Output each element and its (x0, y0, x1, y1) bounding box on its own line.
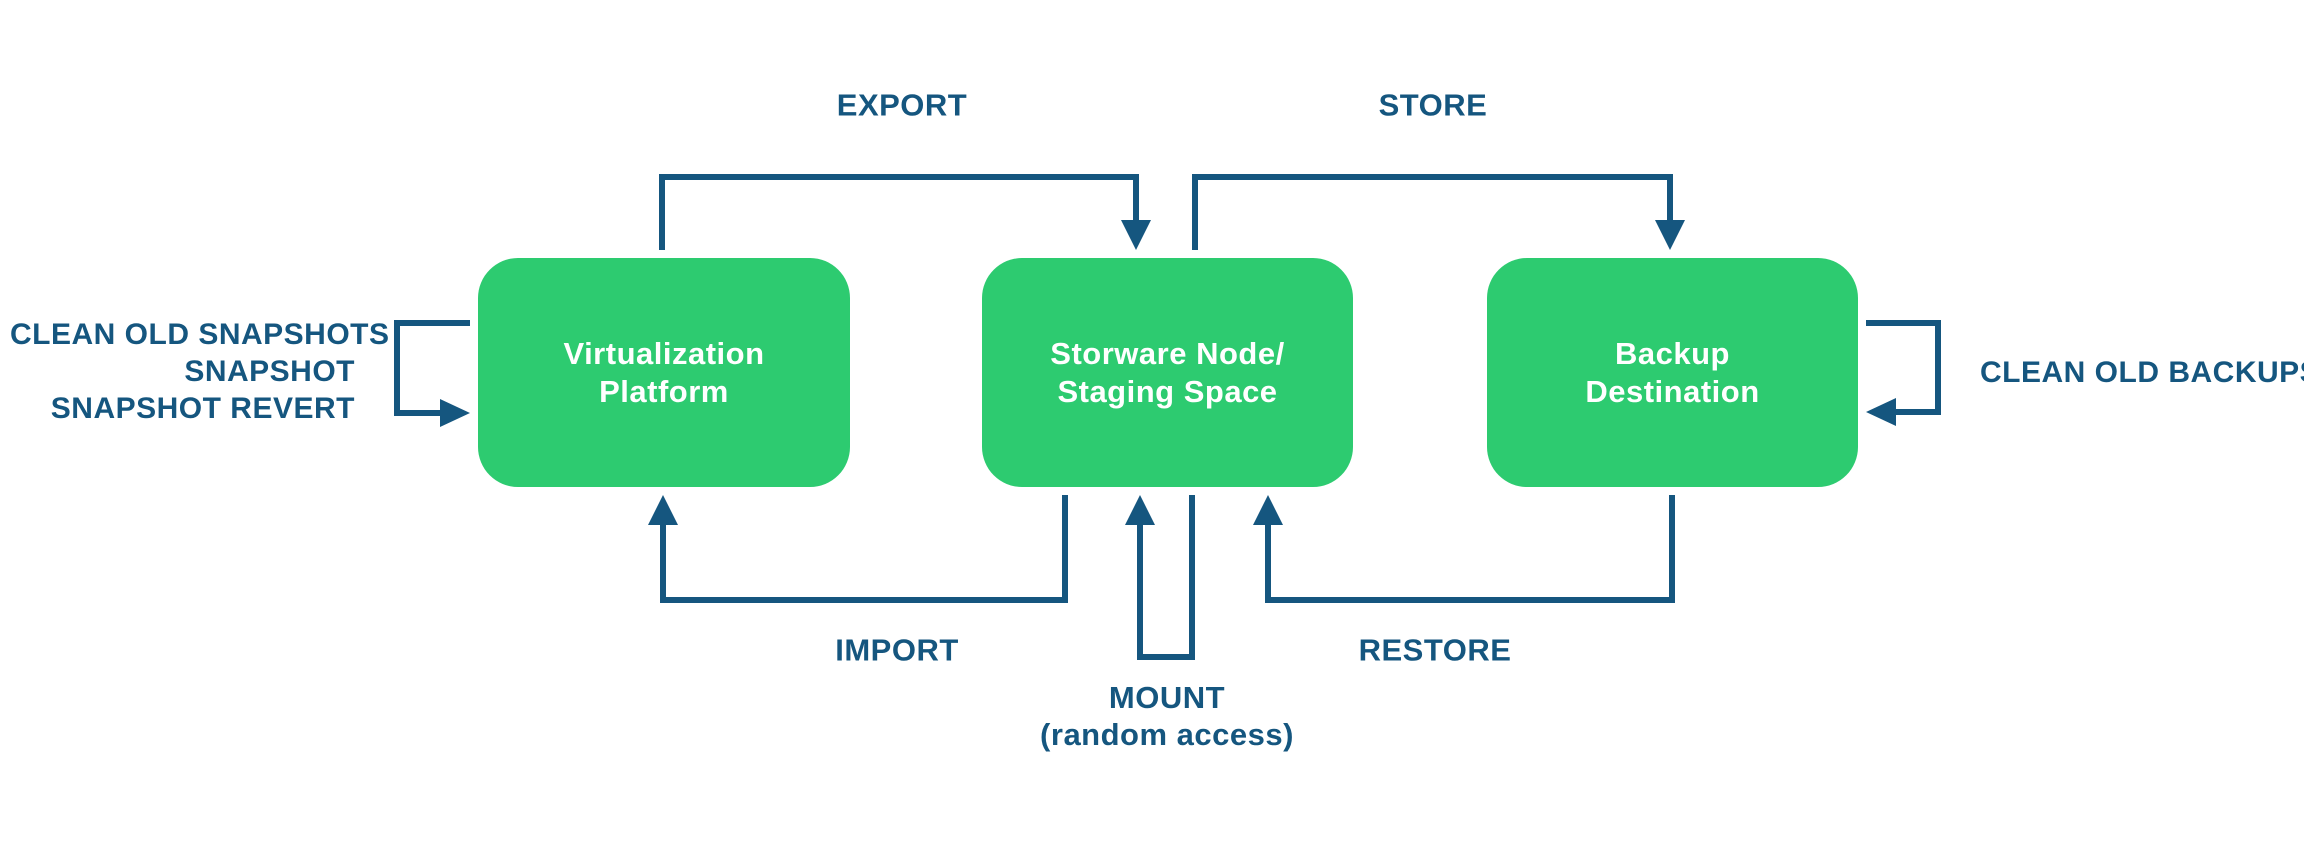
node-backup-destination: Backup Destination (1487, 258, 1858, 487)
export-arrow (659, 174, 1151, 250)
snapshot-operations-label: CLEAN OLD SNAPSHOTS SNAPSHOT SNAPSHOT RE… (10, 316, 389, 427)
snapshot-loop-arrow (394, 320, 470, 427)
node-label-line1: Storware Node/ (1050, 335, 1285, 371)
node-label: Storware Node/ Staging Space (1050, 335, 1284, 411)
restore-arrow (1253, 495, 1675, 603)
node-label-line1: Virtualization (563, 335, 765, 371)
mount-label: MOUNT (random access) (1040, 679, 1294, 753)
node-label-line1: Backup (1615, 335, 1730, 371)
snapshot-ops-line3: SNAPSHOT REVERT (50, 392, 355, 425)
node-label: Virtualization Platform (563, 335, 764, 411)
node-label: Backup Destination (1585, 335, 1759, 411)
node-virtualization-platform: Virtualization Platform (478, 258, 850, 487)
mount-label-main: MOUNT (1108, 680, 1226, 715)
node-storware-node-staging-space: Storware Node/ Staging Space (982, 258, 1353, 487)
restore-label: RESTORE (1358, 632, 1512, 668)
store-arrow (1192, 174, 1685, 250)
mount-label-sub: (random access) (1040, 717, 1294, 752)
import-arrow (648, 495, 1068, 603)
import-label: IMPORT (835, 632, 959, 668)
snapshot-ops-line1: CLEAN OLD SNAPSHOTS (10, 318, 390, 351)
node-label-line2: Destination (1585, 373, 1760, 409)
export-label: EXPORT (836, 87, 968, 123)
store-label: STORE (1378, 87, 1488, 123)
backup-cleanup-loop-arrow (1866, 320, 1941, 426)
snapshot-ops-line2: SNAPSHOT (184, 355, 355, 388)
mount-arrow (1125, 495, 1195, 660)
clean-old-backups-label: CLEAN OLD BACKUPS (1980, 356, 2304, 389)
node-label-line2: Staging Space (1057, 373, 1278, 409)
node-label-line2: Platform (599, 373, 729, 409)
